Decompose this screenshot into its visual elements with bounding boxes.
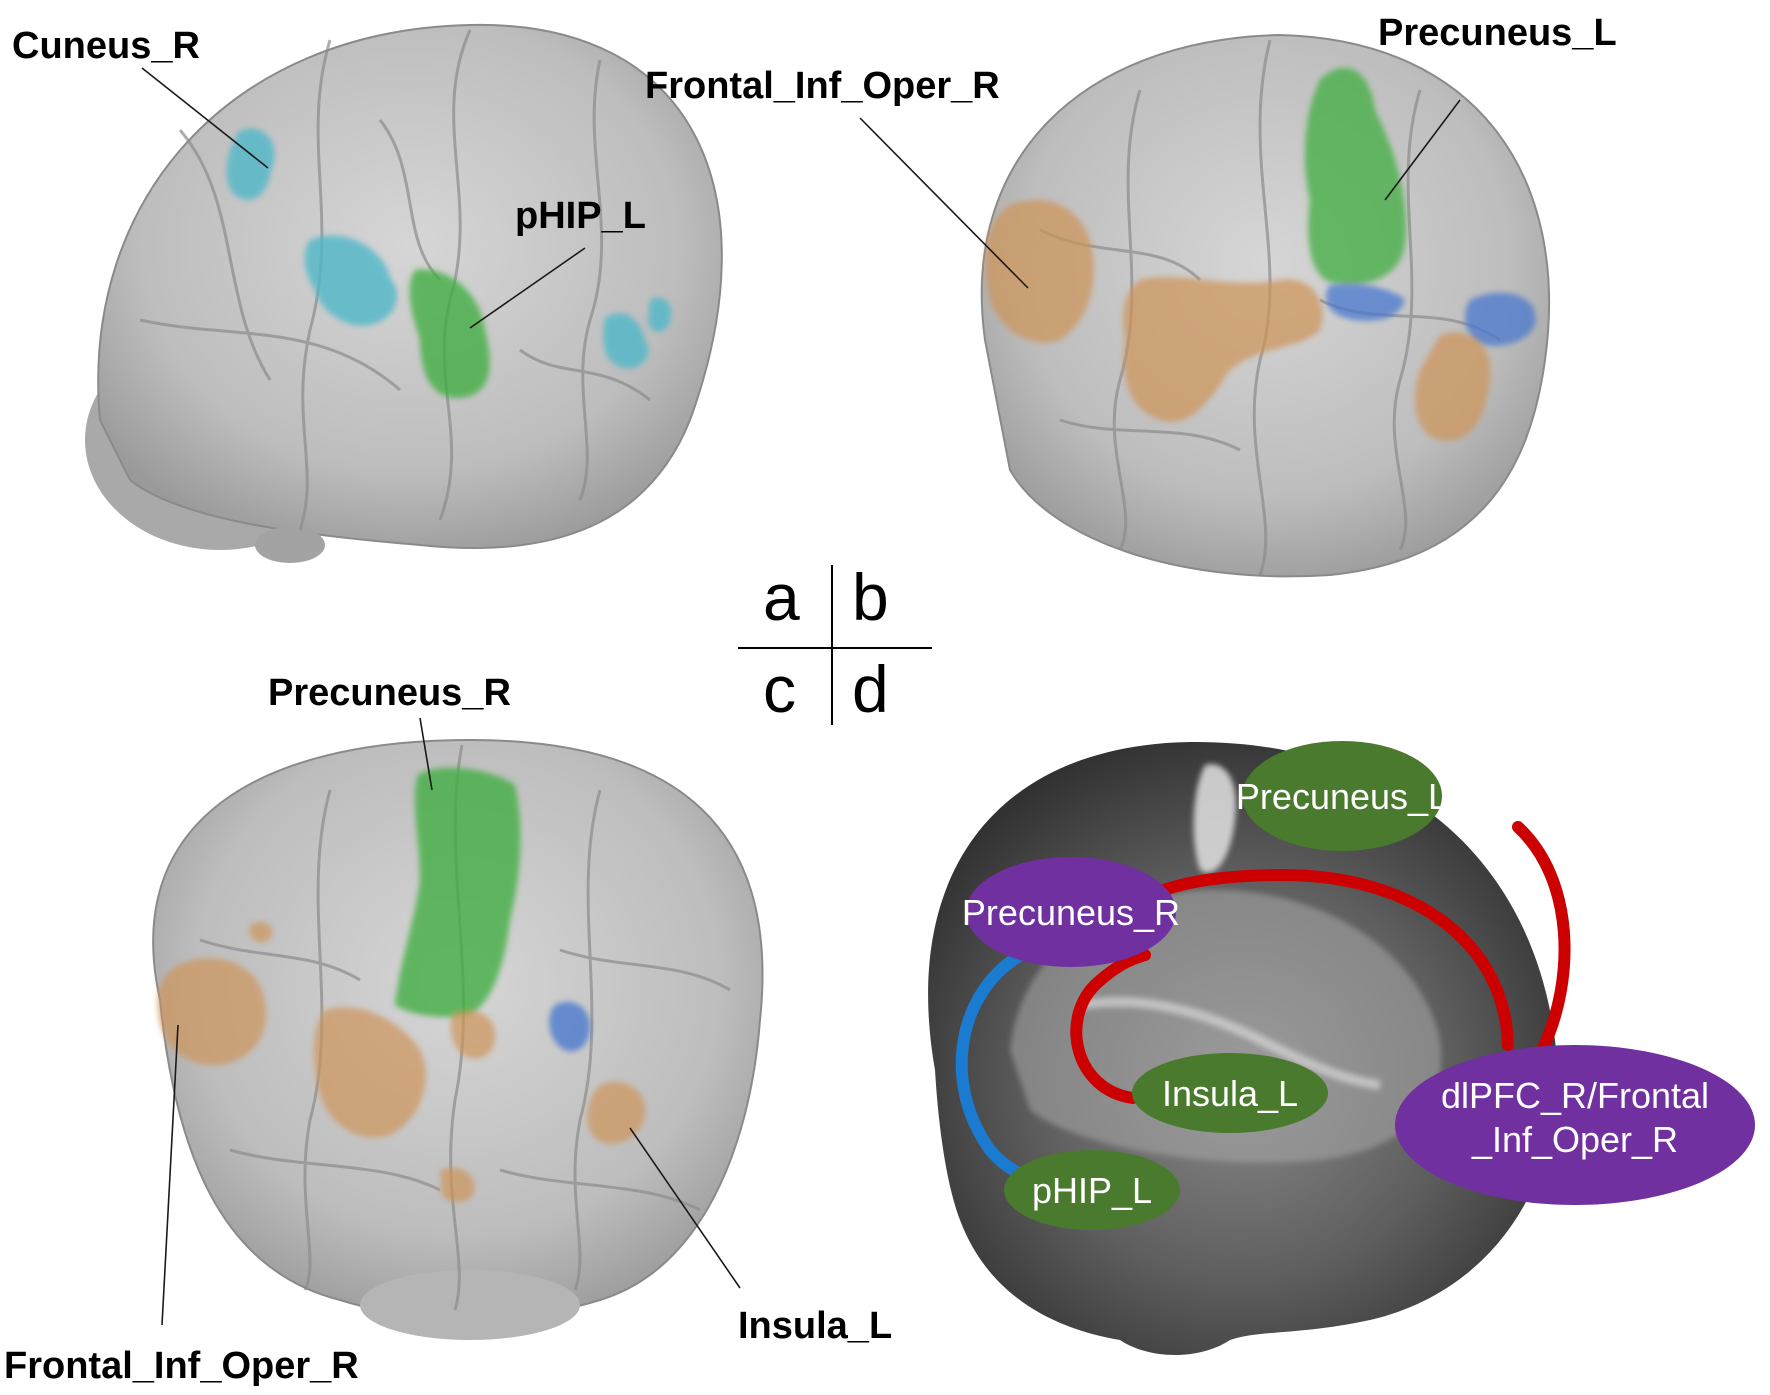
- panel-a-cluster-cyan-mid: [304, 235, 398, 326]
- panel-a-sulci: [139, 29, 651, 531]
- panel-c-cluster-orange-center: [450, 1010, 496, 1059]
- node-dlpfc-r: [1395, 1045, 1755, 1205]
- panel-d-nodes: Precuneus_L Precuneus_R Insula_L pHIP_L …: [962, 741, 1755, 1230]
- node-label-precuneus-l: Precuneus_L: [1236, 776, 1448, 817]
- panel-b-cluster-frontal-inf-oper-r: [985, 199, 1094, 343]
- panel-letter-a: a: [763, 560, 800, 634]
- panel-a-leader-phip-l: [469, 247, 586, 329]
- label-cuneus-r: Cuneus_R: [12, 25, 200, 67]
- node-label-phip-l: pHIP_L: [1032, 1170, 1152, 1211]
- node-label-precuneus-r: Precuneus_R: [962, 892, 1180, 933]
- panel-a-leader-cuneus-r: [141, 67, 269, 169]
- panel-a-cluster-cyan-right: [603, 313, 649, 369]
- panel-letter-b: b: [852, 560, 889, 634]
- label-phip-l: pHIP_L: [515, 195, 646, 237]
- node-precuneus-r: [966, 857, 1176, 967]
- edge-precuneus-r-insula-l: [1070, 949, 1151, 1104]
- panel-b-cluster-precuneus-l: [1304, 67, 1406, 285]
- panel-c-cluster-precuneus-r: [395, 767, 521, 1017]
- panel-b-leader-precuneus-l: [1384, 99, 1461, 201]
- node-insula-l: [1132, 1053, 1328, 1133]
- edge-precuneus-l-dlpfc-r: [1512, 821, 1571, 1054]
- panel-b-cluster-blue-right: [1465, 292, 1536, 346]
- panel-a-cluster-cuneus-r: [226, 128, 275, 200]
- panel-b-leader-frontal-inf-oper-r: [859, 117, 1029, 289]
- node-label-dlpfc-line1: dlPFC_R/Frontal: [1441, 1075, 1709, 1116]
- node-phip-l: [1004, 1150, 1180, 1230]
- panel-a-cluster-cyan-right2: [648, 297, 672, 332]
- label-frontal-inf-oper-r-b: Frontal_Inf_Oper_R: [645, 65, 1000, 107]
- panel-d-brain-slice: [928, 741, 1558, 1355]
- panel-c-leader-precuneus-r: [419, 717, 433, 791]
- panel-c-cluster-orange-small: [250, 922, 273, 943]
- panel-letter-d: d: [852, 652, 889, 726]
- node-label-insula-l: Insula_L: [1162, 1073, 1298, 1114]
- panel-b-brain: [980, 33, 1550, 578]
- panel-d-bright-fissure: [1193, 764, 1236, 873]
- panel-c-brain: [152, 738, 764, 1340]
- panel-c-cluster-frontal-inf-oper-r: [157, 958, 266, 1066]
- panel-b-cluster-orange-right: [1415, 332, 1491, 441]
- panel-letter-grid: a b c d: [738, 560, 932, 726]
- panel-a-brainstem: [255, 527, 325, 563]
- node-precuneus-l: [1242, 741, 1442, 851]
- panel-c-cluster-blue: [549, 1001, 591, 1052]
- panel-d-bright-tract: [1079, 996, 1381, 1090]
- label-precuneus-l-b: Precuneus_L: [1378, 12, 1617, 54]
- label-insula-l-c: Insula_L: [738, 1305, 892, 1347]
- panel-c-leader-insula-l: [629, 1127, 741, 1289]
- panel-a-brain: [85, 23, 723, 563]
- panel-b-cluster-orange-mid: [1123, 277, 1323, 422]
- label-frontal-inf-oper-r-c: Frontal_Inf_Oper_R: [4, 1345, 359, 1387]
- node-label-dlpfc-line2: _Inf_Oper_R: [1471, 1119, 1678, 1160]
- panel-letter-c: c: [763, 652, 796, 726]
- panel-c-cerebellum: [360, 1270, 580, 1340]
- panel-c-leader-frontal-inf-oper-r: [161, 1024, 179, 1326]
- panel-a-cluster-phip-l: [409, 269, 490, 399]
- panel-c-cluster-orange-low: [440, 1167, 475, 1203]
- label-precuneus-r-c: Precuneus_R: [268, 672, 511, 714]
- panel-b-cluster-blue-mid: [1325, 283, 1405, 321]
- panel-c-cluster-orange-mid: [313, 1007, 426, 1138]
- edge-precuneus-r-dlpfc-r: [1124, 868, 1514, 1051]
